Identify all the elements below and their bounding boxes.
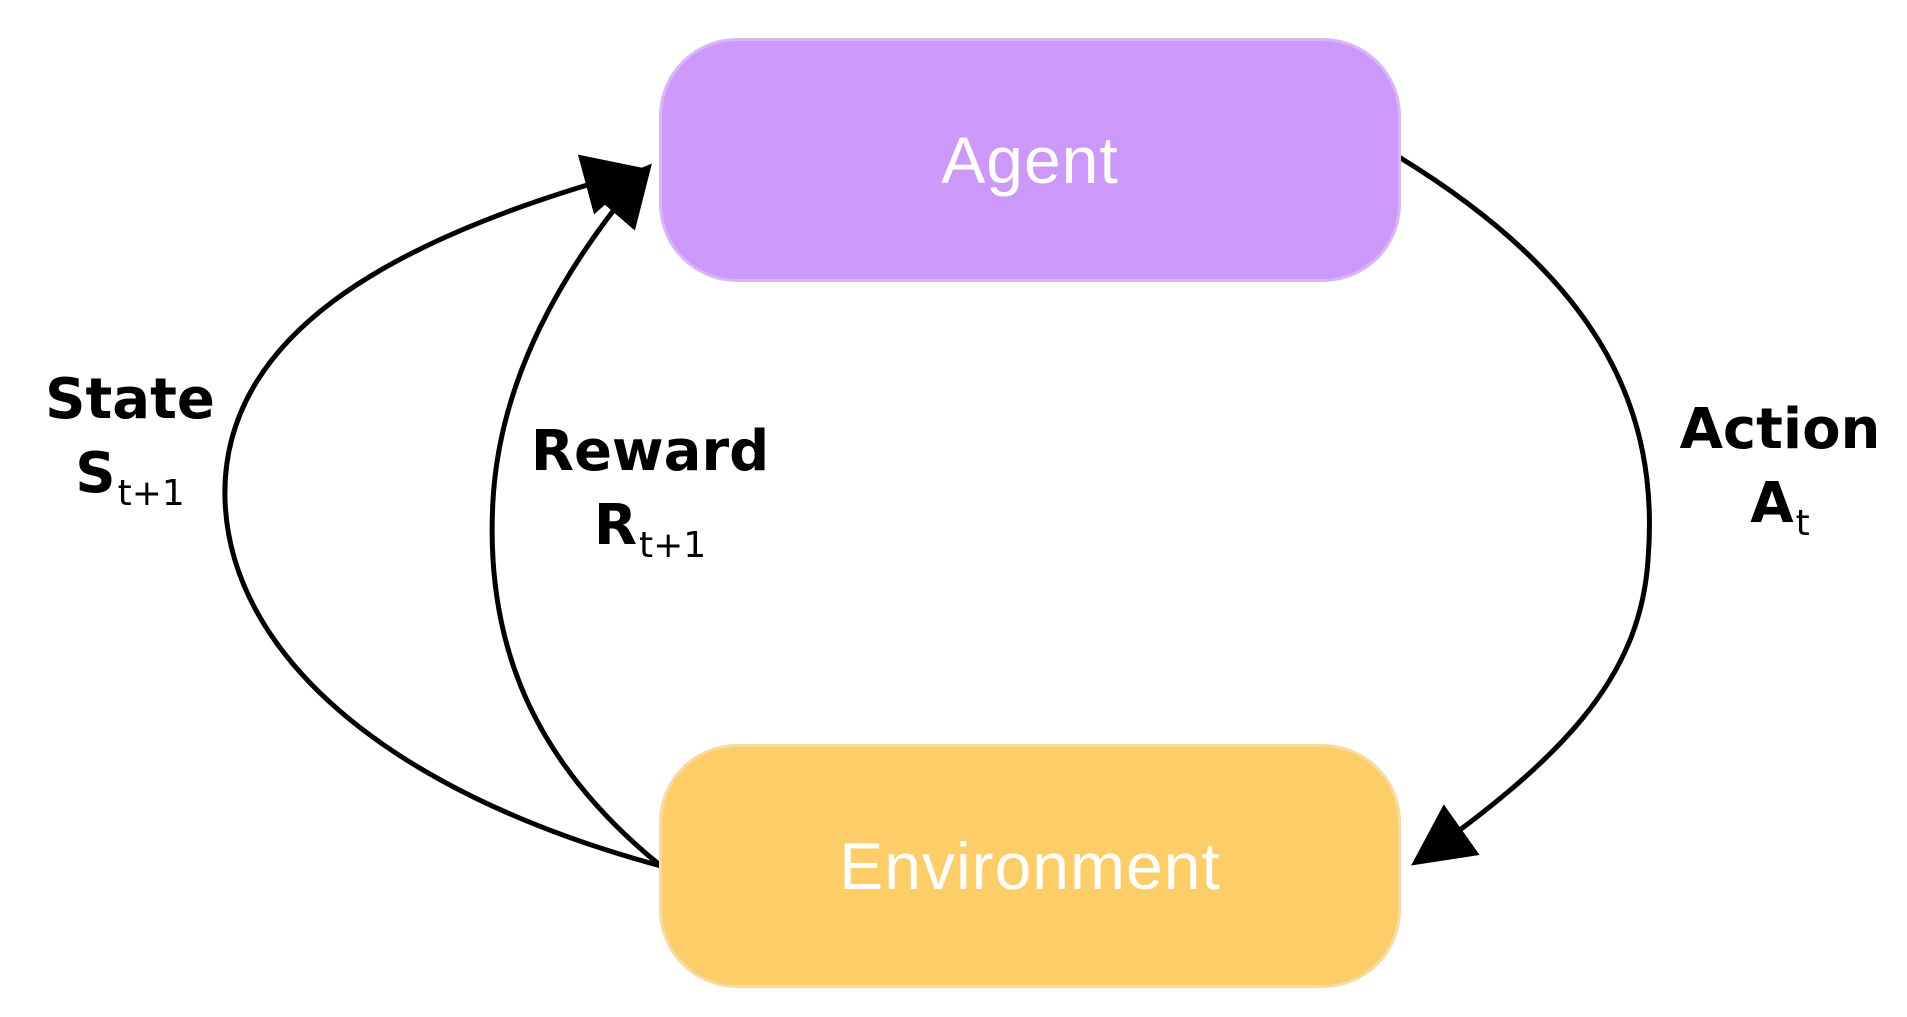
action-edge-label: Action At xyxy=(1660,397,1900,544)
reward-arrow xyxy=(489,163,663,868)
action-arrow xyxy=(1397,154,1652,866)
state-edge-label: State St+1 xyxy=(30,367,230,514)
action-label-text: Action xyxy=(1679,397,1881,462)
action-symbol: At xyxy=(1660,472,1900,544)
action-subscript: t xyxy=(1795,502,1810,544)
environment-node: Environment xyxy=(659,744,1401,988)
reward-symbol-letter: R xyxy=(593,493,637,559)
reward-edge-label: Reward Rt+1 xyxy=(510,419,790,566)
reward-symbol: Rt+1 xyxy=(510,494,790,566)
state-symbol: St+1 xyxy=(30,442,230,514)
state-symbol-letter: S xyxy=(75,441,116,507)
action-symbol-letter: A xyxy=(1750,471,1794,537)
reward-label-text: Reward xyxy=(530,419,770,484)
agent-node: Agent xyxy=(659,38,1401,282)
agent-label: Agent xyxy=(941,123,1119,197)
environment-label: Environment xyxy=(839,829,1221,903)
state-subscript: t+1 xyxy=(117,472,185,514)
state-label-text: State xyxy=(45,367,215,432)
state-arrow xyxy=(222,154,662,869)
reward-subscript: t+1 xyxy=(638,524,707,566)
